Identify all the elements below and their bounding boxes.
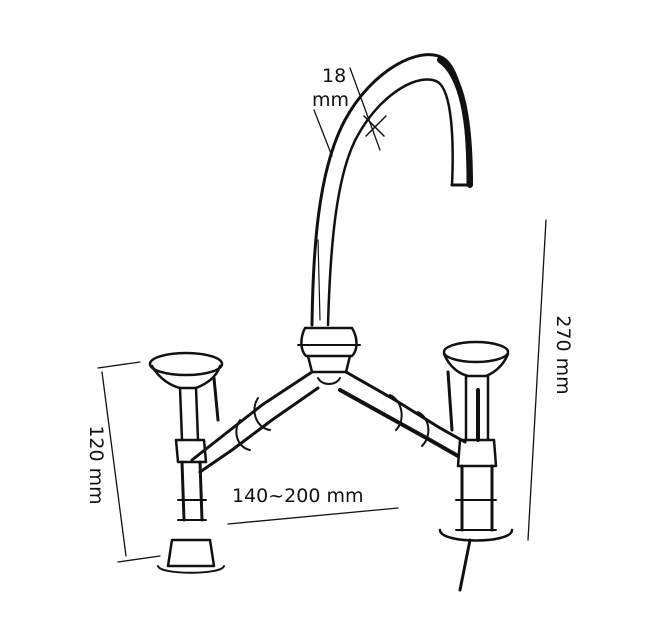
width-dimension-line [227, 507, 399, 525]
handle-height-label: 120 mm [85, 425, 107, 504]
dimension-lines [97, 67, 547, 563]
diameter-value-label: 18 [322, 65, 346, 87]
total-height-label: 270 mm [552, 315, 574, 394]
handle-dimension-line [101, 371, 127, 557]
handle-bottom-tick [117, 555, 161, 563]
diameter-leader-left [313, 109, 333, 157]
center-body [297, 326, 361, 385]
spout [310, 53, 473, 327]
diameter-unit-label: mm [312, 89, 349, 111]
diameter-leader-right [349, 67, 381, 151]
height-dimension-line [527, 219, 547, 541]
center-distance-label: 140~200 mm [232, 485, 364, 507]
handle-top-tick [97, 361, 141, 369]
bridge [190, 370, 467, 474]
left-handle [148, 351, 225, 574]
right-handle [438, 340, 514, 592]
